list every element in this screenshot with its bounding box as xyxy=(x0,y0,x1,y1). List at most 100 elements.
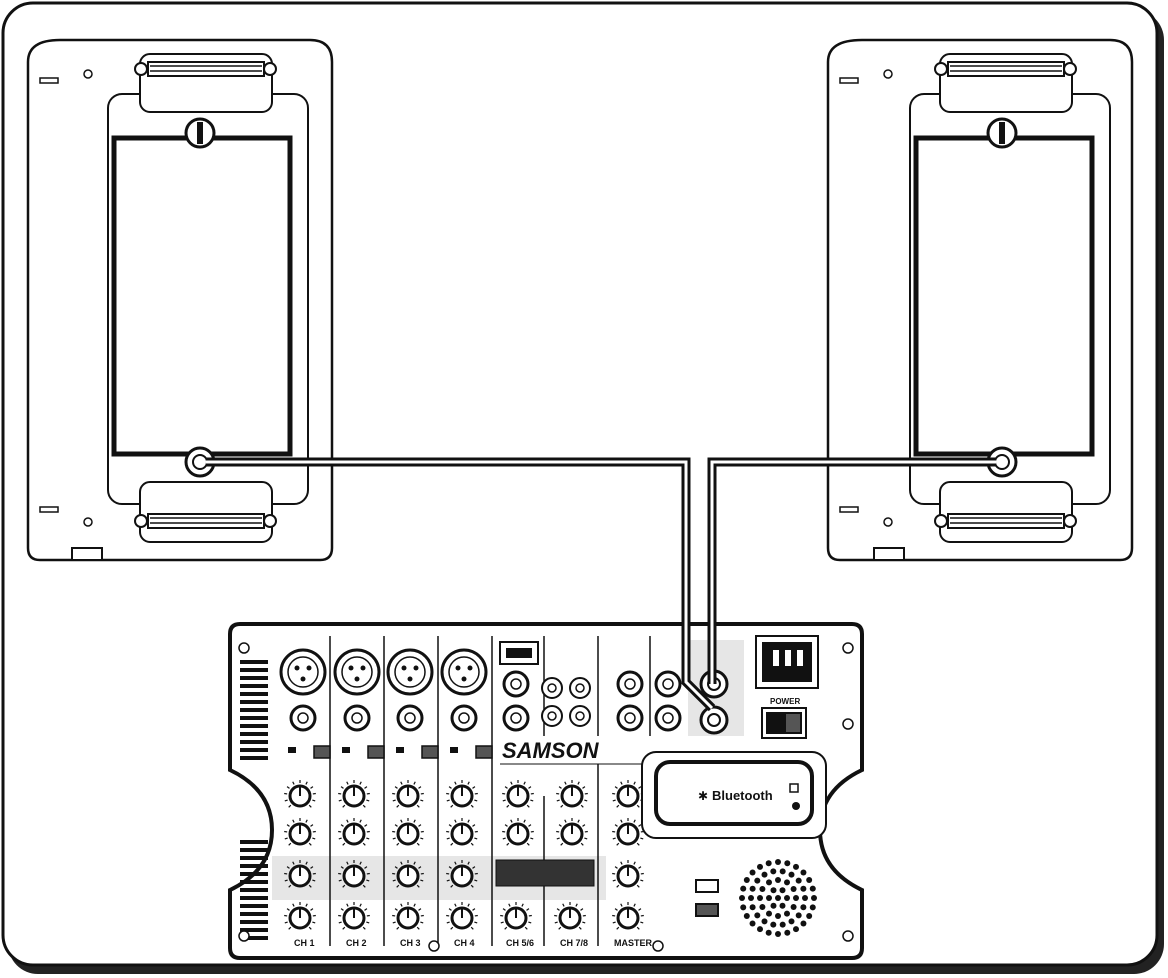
fan-vent-hole xyxy=(739,895,745,901)
vent-slot xyxy=(240,676,268,680)
rotary-knob xyxy=(500,902,532,930)
fan-vent-hole xyxy=(759,886,766,892)
mixer-knobs xyxy=(284,780,644,930)
vent-slot xyxy=(240,708,268,712)
vent-slot xyxy=(240,756,268,760)
fan-vent-hole xyxy=(788,918,795,925)
bluetooth-icon: ✱ xyxy=(698,789,708,803)
quarter-inch-jack xyxy=(502,704,530,732)
fan-vent-hole xyxy=(770,868,777,875)
rotary-knob xyxy=(502,818,534,846)
fan-vent-hole xyxy=(770,902,777,909)
fan-vent-hole xyxy=(754,877,761,884)
fan-vent-hole xyxy=(800,885,807,892)
fan-vent-hole xyxy=(749,904,756,911)
fan-vent-hole xyxy=(779,868,786,875)
fan-vent-hole xyxy=(757,863,763,870)
fan-vent-hole xyxy=(770,921,777,928)
power-switch xyxy=(761,707,807,739)
channel-label: CH 7/8 xyxy=(560,938,588,948)
vent-slot xyxy=(240,920,268,924)
fan-vent-hole xyxy=(775,913,781,919)
channel-label: CH 2 xyxy=(346,938,367,948)
fan-vent-hole xyxy=(749,920,756,927)
rotary-knob xyxy=(554,902,586,930)
channel-button-led xyxy=(342,747,350,753)
vent-slot xyxy=(240,872,268,876)
channel-button-led xyxy=(396,747,404,753)
quarter-inch-jack xyxy=(396,704,424,732)
channel-label: CH 3 xyxy=(400,938,421,948)
fan-vent-hole xyxy=(775,931,781,937)
channel-label: CH 1 xyxy=(294,938,315,948)
rca-jack xyxy=(569,705,591,727)
rotary-knob xyxy=(284,818,316,846)
fan-vent-hole xyxy=(779,887,786,894)
bluetooth-label: Bluetooth xyxy=(712,788,773,803)
quarter-inch-jack xyxy=(616,704,644,732)
vent-slot xyxy=(240,700,268,704)
fan-vent-hole xyxy=(766,879,772,886)
rotary-knob xyxy=(338,860,370,888)
vent-slot xyxy=(240,732,268,736)
vent-slot xyxy=(240,936,268,940)
fan-vent-hole xyxy=(793,895,799,901)
fan-vent-hole xyxy=(749,869,756,876)
channel-button xyxy=(367,745,385,759)
fan-vent-hole xyxy=(790,886,797,892)
vent-slot xyxy=(240,864,268,868)
quarter-inch-jack xyxy=(654,670,682,698)
fan-vent-hole xyxy=(759,904,766,910)
left-speaker xyxy=(26,38,334,562)
channel-button xyxy=(313,745,331,759)
vent-slot xyxy=(240,660,268,664)
vent-slot xyxy=(240,896,268,900)
fan-vent-hole xyxy=(793,863,799,870)
channel-label: CH 5/6 xyxy=(506,938,534,948)
fan-vent-hole xyxy=(766,910,772,917)
rotary-knob xyxy=(392,860,424,888)
fan-vent-hole xyxy=(800,904,807,911)
vent-slot xyxy=(240,716,268,720)
fan-vent-hole xyxy=(802,895,808,901)
rotary-knob xyxy=(338,902,370,930)
rotary-knob xyxy=(284,902,316,930)
quarter-inch-jack xyxy=(654,704,682,732)
vent-slot xyxy=(240,740,268,744)
quarter-inch-jack xyxy=(289,704,317,732)
quarter-inch-jack xyxy=(450,704,478,732)
rotary-knob xyxy=(446,818,478,846)
power-inlet xyxy=(755,635,819,689)
rotary-knob xyxy=(612,902,644,930)
fan-vent-hole xyxy=(740,885,747,892)
fan-vent-hole xyxy=(784,879,790,886)
rotary-knob xyxy=(502,780,534,808)
fan-vent-hole xyxy=(779,902,786,909)
rotary-knob xyxy=(338,780,370,808)
channel-button xyxy=(475,745,493,759)
channel-label: CH 4 xyxy=(454,938,475,948)
fan-vent-hole xyxy=(749,885,756,892)
rotary-knob xyxy=(392,902,424,930)
quarter-inch-jack xyxy=(502,670,530,698)
fan-vent-hole xyxy=(754,912,761,919)
fan-vent-hole xyxy=(740,904,747,911)
fan-vent-hole xyxy=(757,895,763,901)
fan-vent-hole xyxy=(743,877,750,883)
vent-slot xyxy=(240,888,268,892)
right-speaker xyxy=(826,38,1134,562)
channel-label: MASTER xyxy=(614,938,653,948)
quarter-inch-jack xyxy=(343,704,371,732)
fan-vent-hole xyxy=(793,926,799,933)
vent-slot xyxy=(240,668,268,672)
xlr-input xyxy=(440,648,488,696)
xlr-input xyxy=(386,648,434,696)
rotary-knob xyxy=(392,780,424,808)
rotary-knob xyxy=(556,818,588,846)
vent-slot xyxy=(240,912,268,916)
rotary-knob xyxy=(446,780,478,808)
fan-vent-hole xyxy=(800,920,807,927)
fan-vent-hole xyxy=(775,877,781,883)
rotary-knob xyxy=(612,818,644,846)
